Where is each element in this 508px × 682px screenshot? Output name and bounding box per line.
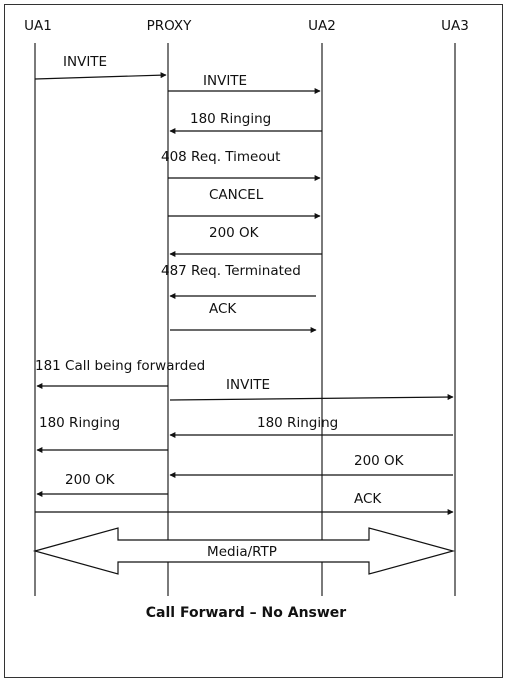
message-label: INVITE bbox=[226, 377, 270, 393]
message-label: 200 OK bbox=[354, 453, 405, 469]
message-label: 180 Ringing bbox=[190, 111, 271, 127]
message-label: 180 Ringing bbox=[39, 415, 120, 431]
media-rtp-double-arrow bbox=[32, 527, 456, 575]
message-label: INVITE bbox=[203, 73, 247, 89]
message-label: 487 Req. Terminated bbox=[161, 263, 301, 279]
participant-ua2: UA2 bbox=[308, 18, 336, 34]
message-arrow bbox=[34, 72, 167, 80]
message-label: 180 Ringing bbox=[257, 415, 338, 431]
message-label: 181 Call being forwarded bbox=[35, 358, 205, 374]
media-rtp-label: Media/RTP bbox=[207, 544, 277, 560]
message-label: 200 OK bbox=[209, 225, 260, 241]
message-label: INVITE bbox=[63, 54, 107, 70]
message-arrow bbox=[169, 394, 454, 401]
participant-ua3: UA3 bbox=[441, 18, 469, 34]
message-label: 408 Req. Timeout bbox=[161, 149, 280, 165]
message-label: ACK bbox=[354, 491, 382, 507]
message-label: 200 OK bbox=[65, 472, 116, 488]
participant-ua1: UA1 bbox=[24, 18, 52, 34]
message-label: ACK bbox=[209, 301, 237, 317]
message-label: CANCEL bbox=[209, 187, 264, 203]
diagram-frame bbox=[4, 4, 503, 678]
participant-proxy: PROXY bbox=[147, 18, 193, 34]
diagram-caption: Call Forward – No Answer bbox=[146, 605, 347, 621]
